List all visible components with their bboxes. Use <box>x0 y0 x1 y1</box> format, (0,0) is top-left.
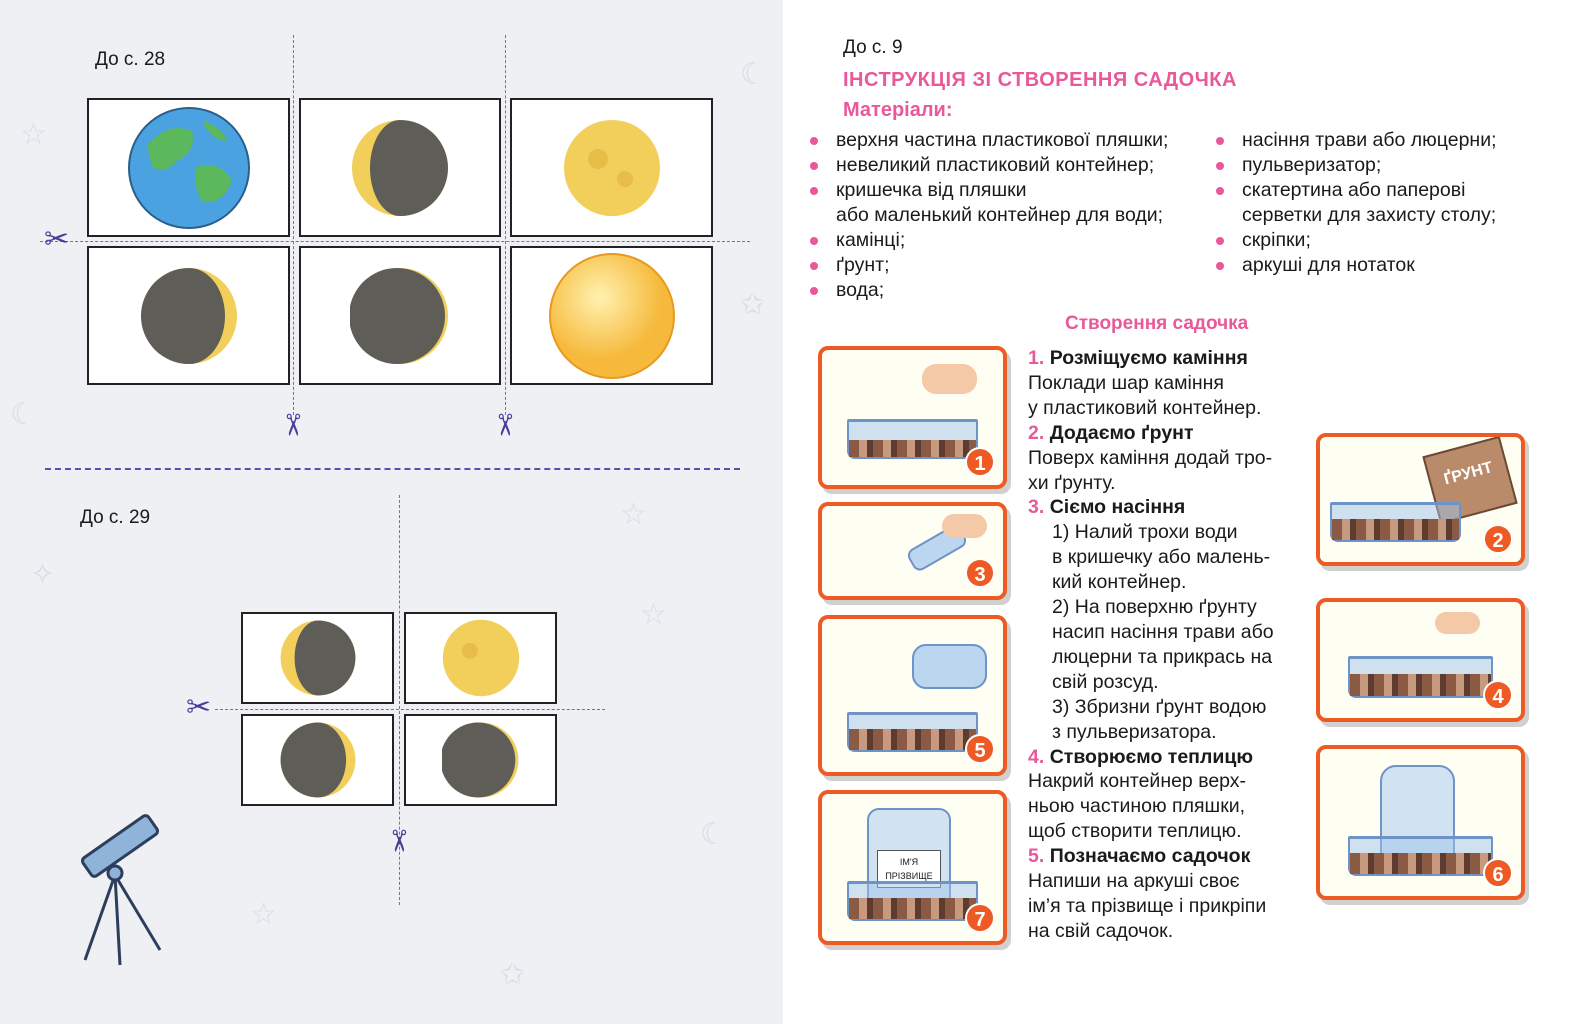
step-text: у пластиковий контейнер. <box>1028 396 1262 419</box>
page-ref-29: До с. 29 <box>80 507 151 528</box>
step-text: ньою частиною пляшки, <box>1028 795 1246 818</box>
step-text: 1) Налий трохи води <box>1052 521 1238 544</box>
material-item: аркуші для нотаток <box>1216 253 1497 278</box>
step-image-4: 4 <box>1316 598 1525 722</box>
card-moon-dark <box>404 714 557 806</box>
scissors-icon: ✂ <box>275 412 309 438</box>
material-item: насіння трави або люцерни; <box>1216 128 1497 153</box>
sprayer-icon <box>912 644 987 689</box>
container-icon <box>847 712 978 752</box>
container-icon <box>847 419 978 459</box>
step-image-3: 3 <box>818 502 1007 600</box>
step-text: Поклади шар каміння <box>1028 371 1224 394</box>
cut-line <box>399 495 400 905</box>
step-badge: 1 <box>965 447 995 477</box>
card-full-moon <box>404 612 557 704</box>
container-icon <box>1330 502 1461 542</box>
card-moon-waning <box>87 246 290 385</box>
step-image-5: 5 <box>818 615 1007 776</box>
step-text: 2) На поверхню ґрунту <box>1052 596 1257 619</box>
step-image-1: 1 <box>818 346 1007 489</box>
step-text: насип насіння трави або <box>1052 620 1274 643</box>
page-ref-9: До с. 9 <box>843 37 903 58</box>
material-item: вода; <box>810 278 1168 303</box>
hand-icon <box>922 364 977 394</box>
material-item: ґрунт; <box>810 253 1168 278</box>
card-sun <box>510 246 713 385</box>
step-badge: 7 <box>965 903 995 933</box>
container-icon <box>1348 836 1493 876</box>
container-icon <box>847 881 978 921</box>
telescope-icon <box>80 814 162 966</box>
cut-line <box>40 241 750 242</box>
material-item-continued: серветки для захисту столу; <box>1242 204 1497 226</box>
materials-label: Матеріали: <box>843 99 953 121</box>
material-item: верхня частина пластикової пляшки; <box>810 128 1168 153</box>
section-divider <box>45 468 740 470</box>
instruction-title: ІНСТРУКЦІЯ ЗІ СТВОРЕННЯ САДОЧКА <box>843 69 1237 91</box>
material-item: скріпки; <box>1216 228 1497 253</box>
left-page: ☆☾ ☾✩ ✧☆ ☾☆ ✩☆ До с. 28 ✂ ✂ ✂ До с. 29 ✂… <box>0 0 783 1024</box>
step-badge: 6 <box>1483 858 1513 888</box>
card-moon-crescent <box>241 612 394 704</box>
materials-list-1: верхня частина пластикової пляшки; невел… <box>810 128 1168 303</box>
step-text: ім’я та прізвище і прикріпи <box>1028 894 1267 917</box>
material-item: скатертина або паперові <box>1216 178 1497 203</box>
cut-line <box>505 35 506 415</box>
step-text: Поверх каміння додай тро- <box>1028 446 1273 469</box>
step-text: щоб створити теплицю. <box>1028 820 1242 843</box>
scissors-icon: ✂ <box>186 691 212 724</box>
step-text: люцерни та прикрась на <box>1052 645 1273 668</box>
hand-icon <box>942 514 987 538</box>
step-text: хи ґрунту. <box>1028 471 1116 494</box>
step-heading: 4. Створюємо теплицю <box>1028 745 1253 768</box>
step-heading: 5. Позначаємо садочок <box>1028 845 1251 868</box>
page-ref-28: До с. 28 <box>95 49 166 70</box>
step-text: 3) Збризни ґрунт водою <box>1052 695 1267 718</box>
step-text: з пульверизатора. <box>1052 720 1217 743</box>
cut-line <box>215 709 605 710</box>
card-moon-waning <box>241 714 394 806</box>
steps-list: 1. Розміщуємо каміння Поклади шар камінн… <box>1028 346 1313 944</box>
step-text: в кришечку або малень- <box>1052 546 1271 569</box>
card-full-moon <box>510 98 713 237</box>
step-badge: 5 <box>965 734 995 764</box>
card-moon-dark <box>299 246 501 385</box>
materials-list-2: насіння трави або люцерни; пульверизатор… <box>1216 128 1497 278</box>
scissors-icon: ✂ <box>487 412 521 438</box>
section-subtitle: Створення садочка <box>1065 313 1249 334</box>
step-heading: 2. Додаємо ґрунт <box>1028 421 1194 444</box>
step-text: на свій садочок. <box>1028 919 1174 942</box>
step-text: кий контейнер. <box>1052 571 1187 594</box>
material-item: камінці; <box>810 228 1168 253</box>
card-earth <box>87 98 290 237</box>
scissors-icon: ✂ <box>44 223 70 256</box>
step-heading: 3. Сіємо насіння <box>1028 496 1186 519</box>
step-image-6: 6 <box>1316 745 1525 900</box>
step-text: Накрий контейнер верх- <box>1028 770 1247 793</box>
material-item: кришечка від пляшки <box>810 178 1168 203</box>
step-badge: 2 <box>1483 524 1513 554</box>
scissors-icon: ✂ <box>381 828 415 854</box>
step-text: свій розсуд. <box>1052 670 1159 693</box>
hand-icon <box>1435 612 1480 634</box>
step-text: Напиши на аркуші своє <box>1028 870 1240 893</box>
material-item: невеликий пластиковий контейнер; <box>810 153 1168 178</box>
step-heading: 1. Розміщуємо каміння <box>1028 347 1248 369</box>
step-image-2: ҐРУНТ 2 <box>1316 433 1525 566</box>
material-item-continued: або маленький контейнер для води; <box>836 204 1164 226</box>
step-badge: 4 <box>1483 680 1513 710</box>
material-item: пульверизатор; <box>1216 153 1497 178</box>
card-moon-crescent <box>299 98 501 237</box>
cut-line <box>293 35 294 415</box>
container-icon <box>1348 656 1493 698</box>
step-badge: 3 <box>965 558 995 588</box>
